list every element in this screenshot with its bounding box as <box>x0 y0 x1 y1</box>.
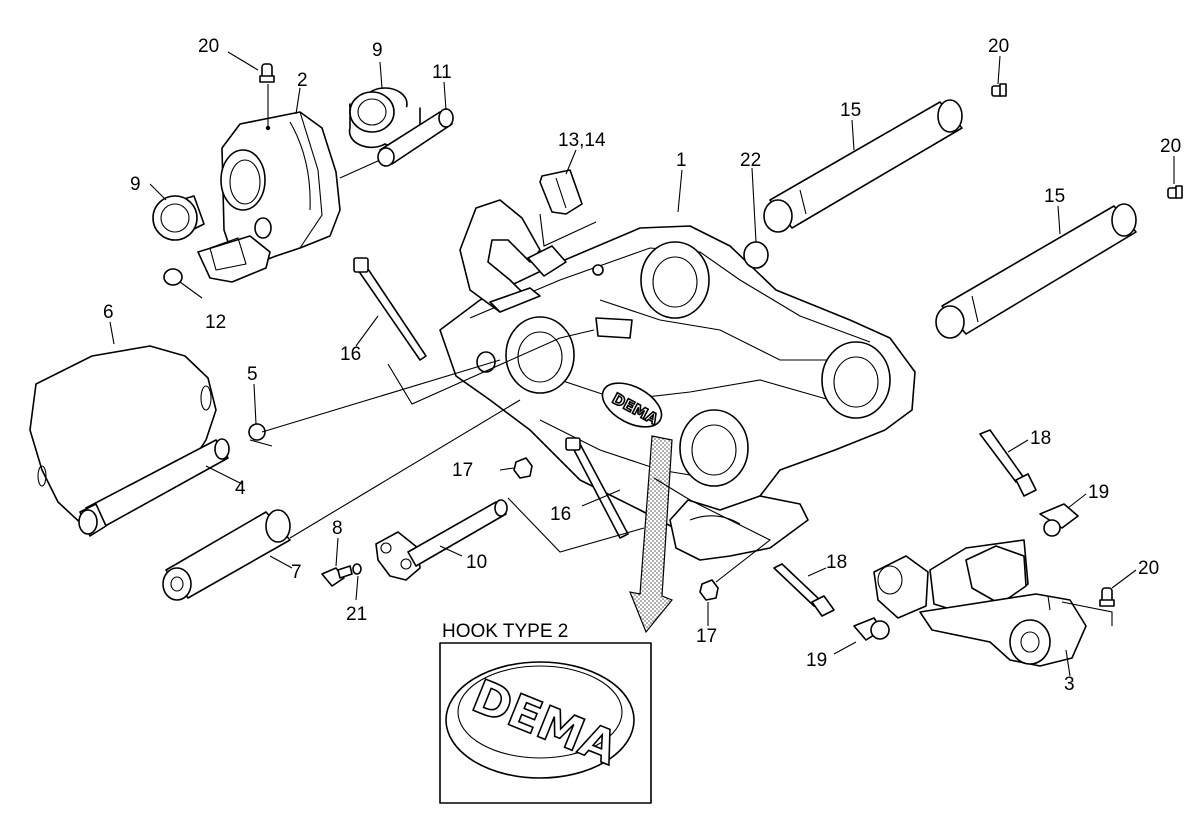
callout-2: 2 <box>297 70 308 91</box>
callout-20: 20 <box>1138 558 1159 579</box>
part-2-hinge-bracket <box>197 111 381 283</box>
callout-17: 17 <box>696 626 717 647</box>
part-15-pin-upper <box>763 99 963 233</box>
callout-15: 15 <box>840 100 861 121</box>
part-19-elbow-upper <box>1039 503 1079 537</box>
callout-15: 15 <box>1044 186 1065 207</box>
part-7-pin <box>162 509 291 601</box>
callout-1: 1 <box>676 150 687 171</box>
part-18-hose-upper <box>979 429 1037 497</box>
part-20-grease-nipple-b <box>991 83 1007 97</box>
part-12-circlip <box>163 268 183 286</box>
callout-labels: 20 2 9 11 9 12 13,14 1 22 15 20 20 15 6 … <box>103 36 1181 695</box>
part-17-nut-a <box>513 457 533 479</box>
part-21-washer <box>352 563 362 575</box>
callout-20: 20 <box>1160 136 1181 157</box>
hook-type-2-inset: DEMA <box>439 642 652 804</box>
callout-7: 7 <box>291 562 302 583</box>
callout-9: 9 <box>130 174 141 195</box>
callout-3: 3 <box>1064 674 1075 695</box>
callout-4: 4 <box>235 478 246 499</box>
callout-6: 6 <box>103 302 114 323</box>
part-15-pin-lower <box>935 203 1137 339</box>
callout-13-14: 13,14 <box>558 130 606 151</box>
callout-12: 12 <box>205 312 226 333</box>
part-1-main-frame: DEMA <box>439 199 916 561</box>
part-17-nut-b <box>699 579 719 601</box>
part-16-bolt-upper <box>353 257 427 361</box>
callout-8: 8 <box>332 518 343 539</box>
callout-16: 16 <box>340 344 361 365</box>
part-22-o-ring <box>743 241 769 269</box>
callout-20: 20 <box>988 36 1009 57</box>
callout-19: 19 <box>1088 482 1109 503</box>
callout-11: 11 <box>432 62 452 83</box>
part-10-pin-plate <box>375 499 508 581</box>
callout-9: 9 <box>372 40 383 61</box>
callout-5: 5 <box>247 364 258 385</box>
part-4-pin <box>78 438 230 537</box>
callout-21: 21 <box>346 604 367 625</box>
part-3-hydraulic-cylinder <box>873 539 1087 667</box>
callout-22: 22 <box>740 150 761 171</box>
part-13-14-spring-clip <box>527 169 583 277</box>
part-18-hose-lower <box>773 563 835 617</box>
part-19-elbow-lower <box>853 617 890 641</box>
part-9-bushing-lower <box>152 195 205 241</box>
inset-caption: HOOK TYPE 2 <box>442 621 568 642</box>
part-8-bolt <box>321 565 353 587</box>
part-20-grease-nipple-d <box>1099 587 1115 607</box>
part-16-bolt-lower <box>565 437 629 539</box>
part-20-grease-nipple-c <box>1167 185 1183 199</box>
callout-20: 20 <box>198 36 219 57</box>
callout-19: 19 <box>806 650 827 671</box>
callout-17: 17 <box>452 460 473 481</box>
part-20-grease-nipple-a <box>259 63 275 83</box>
logo-detail-arrow <box>629 435 673 634</box>
callout-16: 16 <box>550 504 571 525</box>
part-11-pin <box>377 108 454 167</box>
callout-18: 18 <box>826 552 847 573</box>
callout-18: 18 <box>1030 428 1051 449</box>
callout-10: 10 <box>466 552 487 573</box>
part-5-linch-clip <box>248 423 273 447</box>
leader-lines <box>109 51 1175 677</box>
